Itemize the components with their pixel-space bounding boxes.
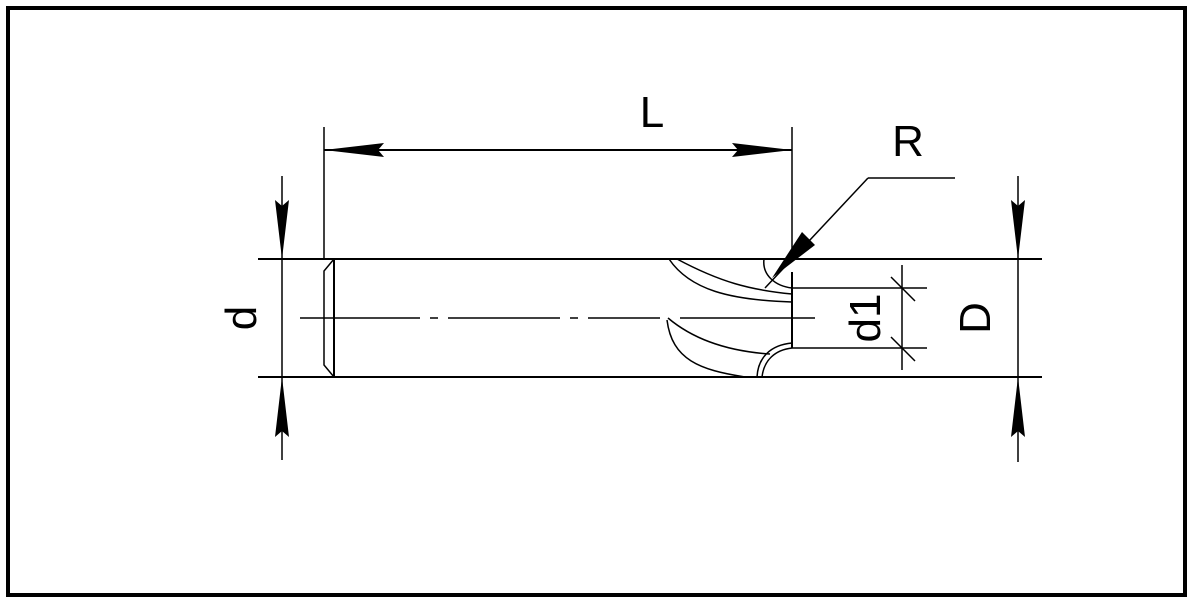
label-L: L <box>640 88 664 137</box>
drawing-border <box>6 6 1187 597</box>
label-d1: d1 <box>841 294 890 343</box>
flutes <box>666 258 793 378</box>
label-D: D <box>951 302 1000 334</box>
tool-body <box>258 258 1042 378</box>
cutter-diameter-dimension: D <box>951 176 1025 462</box>
neck-diameter-dimension: d1 <box>792 265 927 370</box>
length-dimension: L <box>323 88 793 259</box>
radius-leader: R <box>764 117 955 289</box>
label-d: d <box>217 306 266 330</box>
label-R: R <box>892 117 924 166</box>
shank-diameter-dimension: d <box>217 176 289 460</box>
